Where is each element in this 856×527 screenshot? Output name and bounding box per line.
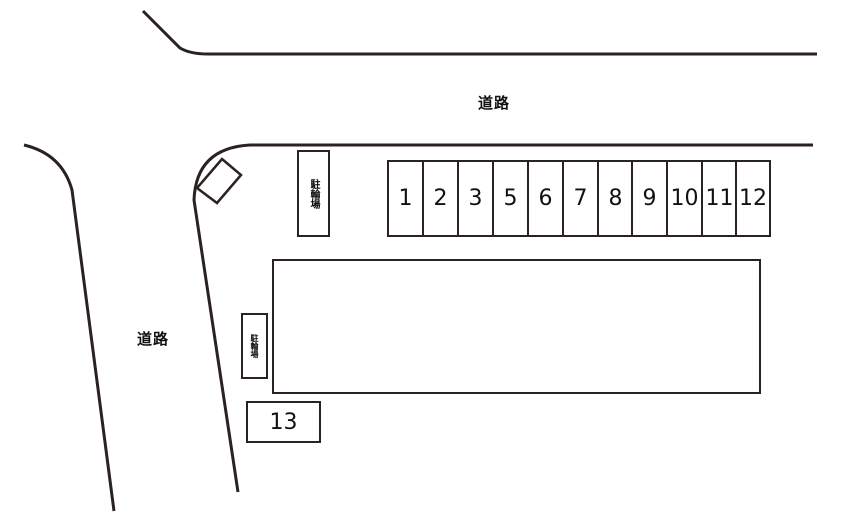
bicycle-parking-left-label: 駐輪場 [250, 334, 259, 358]
parking-stall[interactable]: 12 [735, 160, 771, 237]
parking-stall[interactable]: 8 [597, 160, 634, 237]
road-label-left: 道路 [137, 330, 170, 348]
lot-boundary [192, 143, 813, 493]
parking-stall[interactable]: 5 [492, 160, 529, 237]
bicycle-parking-top: 駐輪場 [297, 150, 330, 237]
bicycle-parking-left: 駐輪場 [241, 313, 268, 379]
parking-stall[interactable]: 1 [387, 160, 424, 237]
parking-stall[interactable]: 7 [562, 160, 599, 237]
parking-stall[interactable]: 11 [701, 160, 738, 237]
bicycle-parking-top-label: 駐輪場 [308, 178, 319, 209]
parking-stall[interactable]: 10 [666, 160, 703, 237]
top-road-edge [141, 9, 817, 56]
road-label-top: 道路 [478, 94, 511, 112]
building [272, 259, 761, 394]
parking-stall[interactable]: 6 [527, 160, 564, 237]
corner-structure [195, 157, 243, 205]
parking-stall-13[interactable]: 13 [246, 401, 321, 443]
parking-stall[interactable]: 9 [631, 160, 668, 237]
parking-stall[interactable]: 3 [457, 160, 494, 237]
parking-stall[interactable]: 2 [422, 160, 459, 237]
left-road-edge [23, 143, 116, 512]
